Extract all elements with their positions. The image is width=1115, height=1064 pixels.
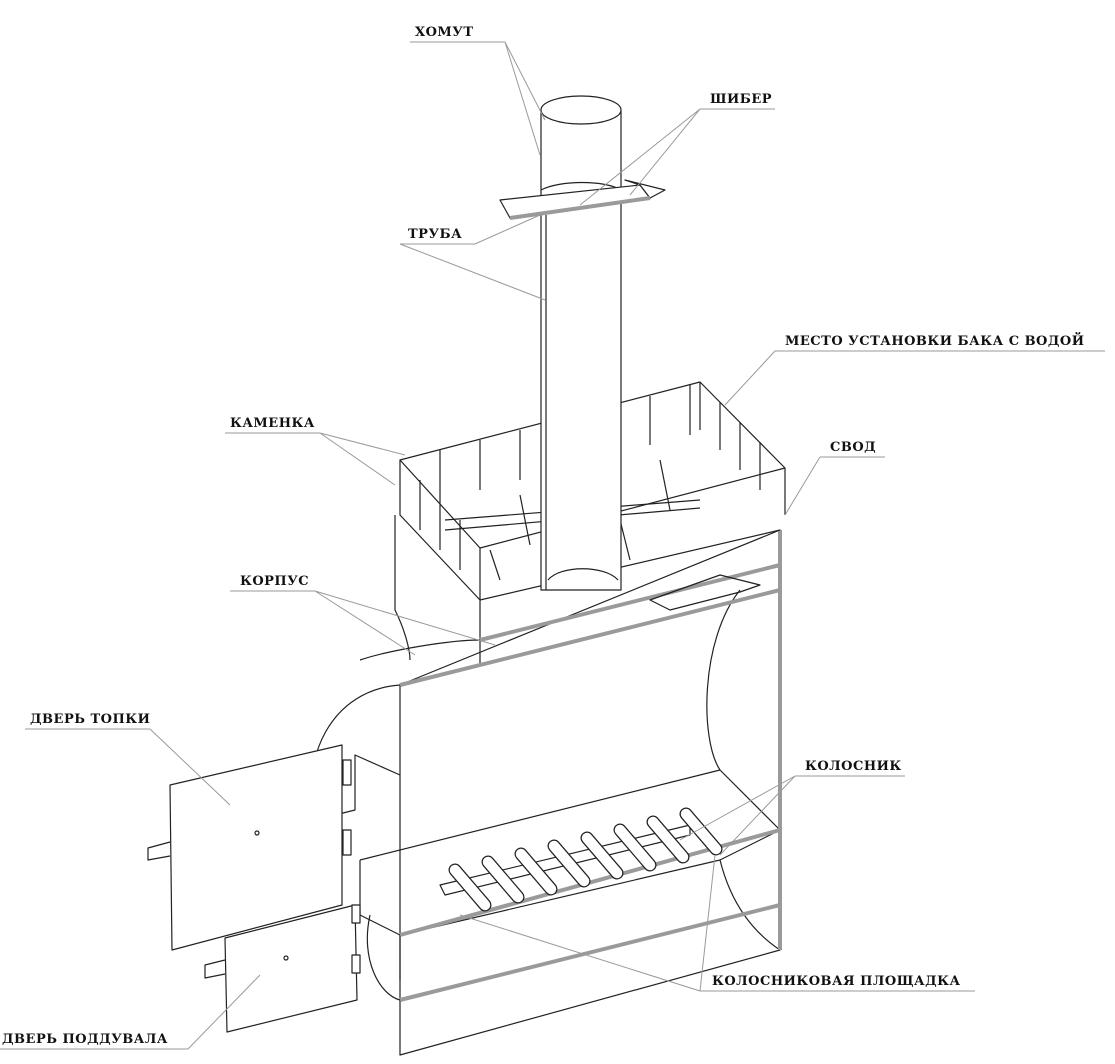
hinge	[351, 904, 361, 924]
label-dver-podduvala-text: ДВЕРЬ ПОДДУВАЛА	[2, 1032, 168, 1047]
label-svod: СВОД	[784, 440, 885, 516]
label-kamenka-text: КАМЕНКА	[230, 416, 315, 431]
grate-bars	[439, 807, 723, 912]
label-kolosnik-text: КОЛОСНИК	[805, 759, 902, 774]
firebox-door-handle	[147, 841, 171, 861]
hinge	[342, 759, 352, 786]
label-shiber: ШИБЕР	[579, 92, 775, 206]
chimney-pipe	[499, 95, 666, 591]
label-kamenka: КАМЕНКА	[225, 416, 406, 486]
grate-bar-highlight	[581, 832, 623, 879]
ash-pit-door	[204, 904, 361, 1033]
grate-bar-highlight	[680, 808, 722, 855]
label-shiber-text: ШИБЕР	[710, 92, 772, 107]
stove-body	[310, 515, 782, 1056]
label-kolosnikovaya-ploshchadka: КОЛОСНИКОВАЯ ПЛОЩАДКА	[459, 854, 975, 992]
grate-bar-highlight	[647, 816, 689, 863]
grate-bar-highlight	[515, 848, 557, 895]
label-dver-podduvala: ДВЕРЬ ПОДДУВАЛА	[0, 974, 261, 1050]
grate-bar-highlight	[482, 856, 524, 903]
label-kolosnikovaya-ploshchadka-text: КОЛОСНИКОВАЯ ПЛОЩАДКА	[712, 974, 961, 989]
firebox-door	[147, 744, 352, 951]
label-khomut: ХОМУТ	[410, 25, 546, 156]
pipe-clamp	[540, 95, 622, 125]
grate-bar-highlight	[449, 864, 491, 911]
grate-bar-highlight	[614, 824, 656, 871]
label-kolosnik: КОЛОСНИК	[679, 759, 905, 856]
hinge	[342, 829, 352, 856]
label-dver-topki: ДВЕРЬ ТОПКИ	[25, 712, 231, 806]
label-truba-text: ТРУБА	[408, 227, 462, 242]
label-khomut-text: ХОМУТ	[415, 25, 474, 40]
label-mesto-baka: МЕСТО УСТАНОВКИ БАКА С ВОДОЙ	[724, 332, 1105, 406]
label-truba: ТРУБА	[399, 214, 546, 301]
label-korpus: КОРПУС	[230, 574, 496, 656]
ash-pit-door-handle	[204, 959, 226, 979]
label-korpus-text: КОРПУС	[240, 574, 309, 589]
hinge	[351, 954, 361, 974]
label-mesto-baka-text: МЕСТО УСТАНОВКИ БАКА С ВОДОЙ	[785, 332, 1085, 349]
grate-bar-highlight	[548, 840, 590, 887]
label-dver-topki-text: ДВЕРЬ ТОПКИ	[30, 712, 150, 727]
label-svod-text: СВОД	[830, 440, 876, 455]
